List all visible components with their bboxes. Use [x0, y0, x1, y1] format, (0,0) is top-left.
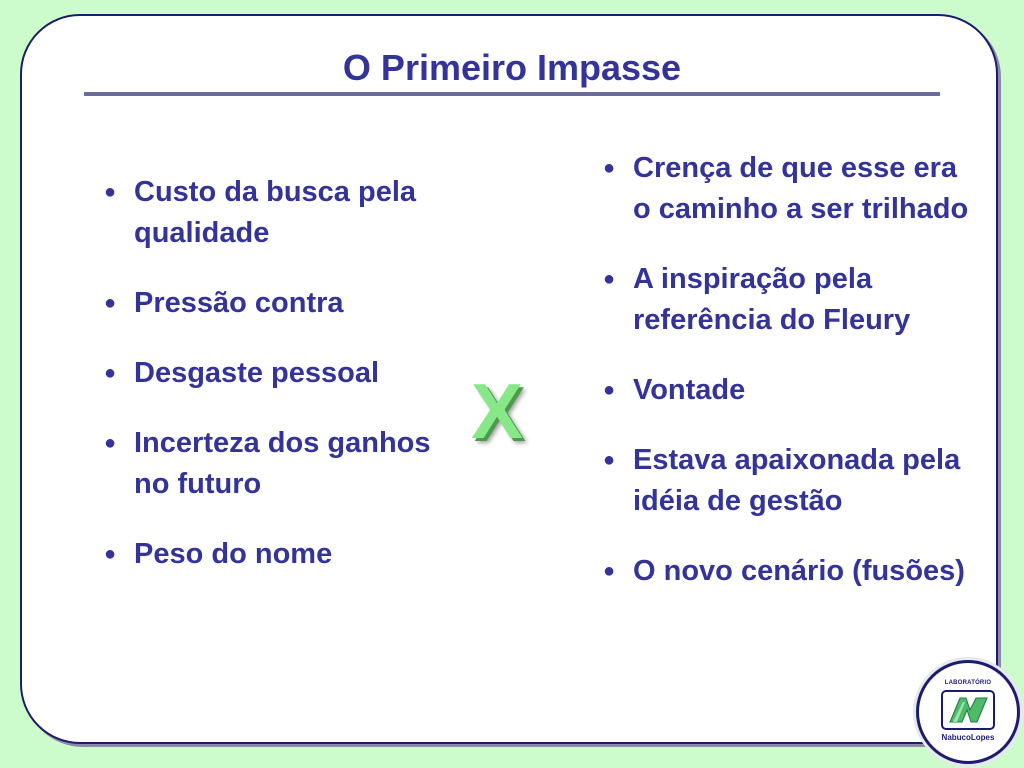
bullet-icon: ● — [104, 543, 117, 565]
list-item-text: Custo da busca pela qualidade — [134, 176, 417, 249]
bullet-icon: ● — [603, 560, 616, 582]
list-item: ● O novo cenário (fusões) — [597, 551, 977, 592]
list-item: ● A inspiração pela referência do Fleury — [597, 259, 977, 341]
bullet-icon: ● — [603, 157, 616, 179]
list-item: ● Peso do nome — [98, 534, 438, 575]
right-bullet-list: ● Crença de que esse era o caminho a ser … — [597, 148, 977, 621]
list-item-text: Desgaste pessoal — [134, 357, 380, 389]
list-item: ● Custo da busca pela qualidade — [98, 172, 438, 254]
list-item: ● Crença de que esse era o caminho a ser … — [597, 148, 977, 230]
list-item: ● Estava apaixonada pela idéia de gestão — [597, 440, 977, 522]
list-item-text: A inspiração pela referência do Fleury — [633, 263, 911, 336]
bullet-icon: ● — [603, 449, 616, 471]
bullet-icon: ● — [104, 432, 117, 454]
logo-bottom-text: NabucoLopes — [941, 733, 995, 742]
title-underline — [84, 92, 940, 96]
left-bullet-list: ● Custo da busca pela qualidade ● Pressão … — [98, 172, 438, 604]
list-item-text: Vontade — [633, 374, 746, 406]
list-item: ● Desgaste pessoal — [98, 353, 438, 394]
slide-title: O Primeiro Impasse — [342, 47, 682, 88]
list-item-text: O novo cenário (fusões) — [633, 555, 965, 587]
logo-top-text: LABORATÓRIO — [944, 680, 992, 686]
lab-logo: LABORATÓRIO NabucoLopes — [916, 660, 1020, 764]
bullet-icon: ● — [603, 379, 616, 401]
list-item-text: Estava apaixonada pela idéia de gestão — [633, 444, 961, 517]
bullet-icon: ● — [104, 181, 117, 203]
list-item-text: Peso do nome — [134, 538, 333, 570]
list-item-text: Crença de que esse era o caminho a ser t… — [633, 152, 969, 225]
bullet-icon: ● — [104, 292, 117, 314]
bullet-icon: ● — [104, 362, 117, 384]
bullet-icon: ● — [603, 268, 616, 290]
list-item: ● Pressão contra — [98, 283, 438, 324]
list-item-text: Incerteza dos ganhos no futuro — [134, 427, 431, 500]
versus-symbol: X — [470, 367, 524, 455]
list-item: ● Vontade — [597, 370, 977, 411]
logo-mark-icon — [941, 690, 995, 730]
list-item-text: Pressão contra — [134, 287, 344, 319]
slide-frame — [20, 14, 998, 744]
list-item: ● Incerteza dos ganhos no futuro — [98, 423, 438, 505]
